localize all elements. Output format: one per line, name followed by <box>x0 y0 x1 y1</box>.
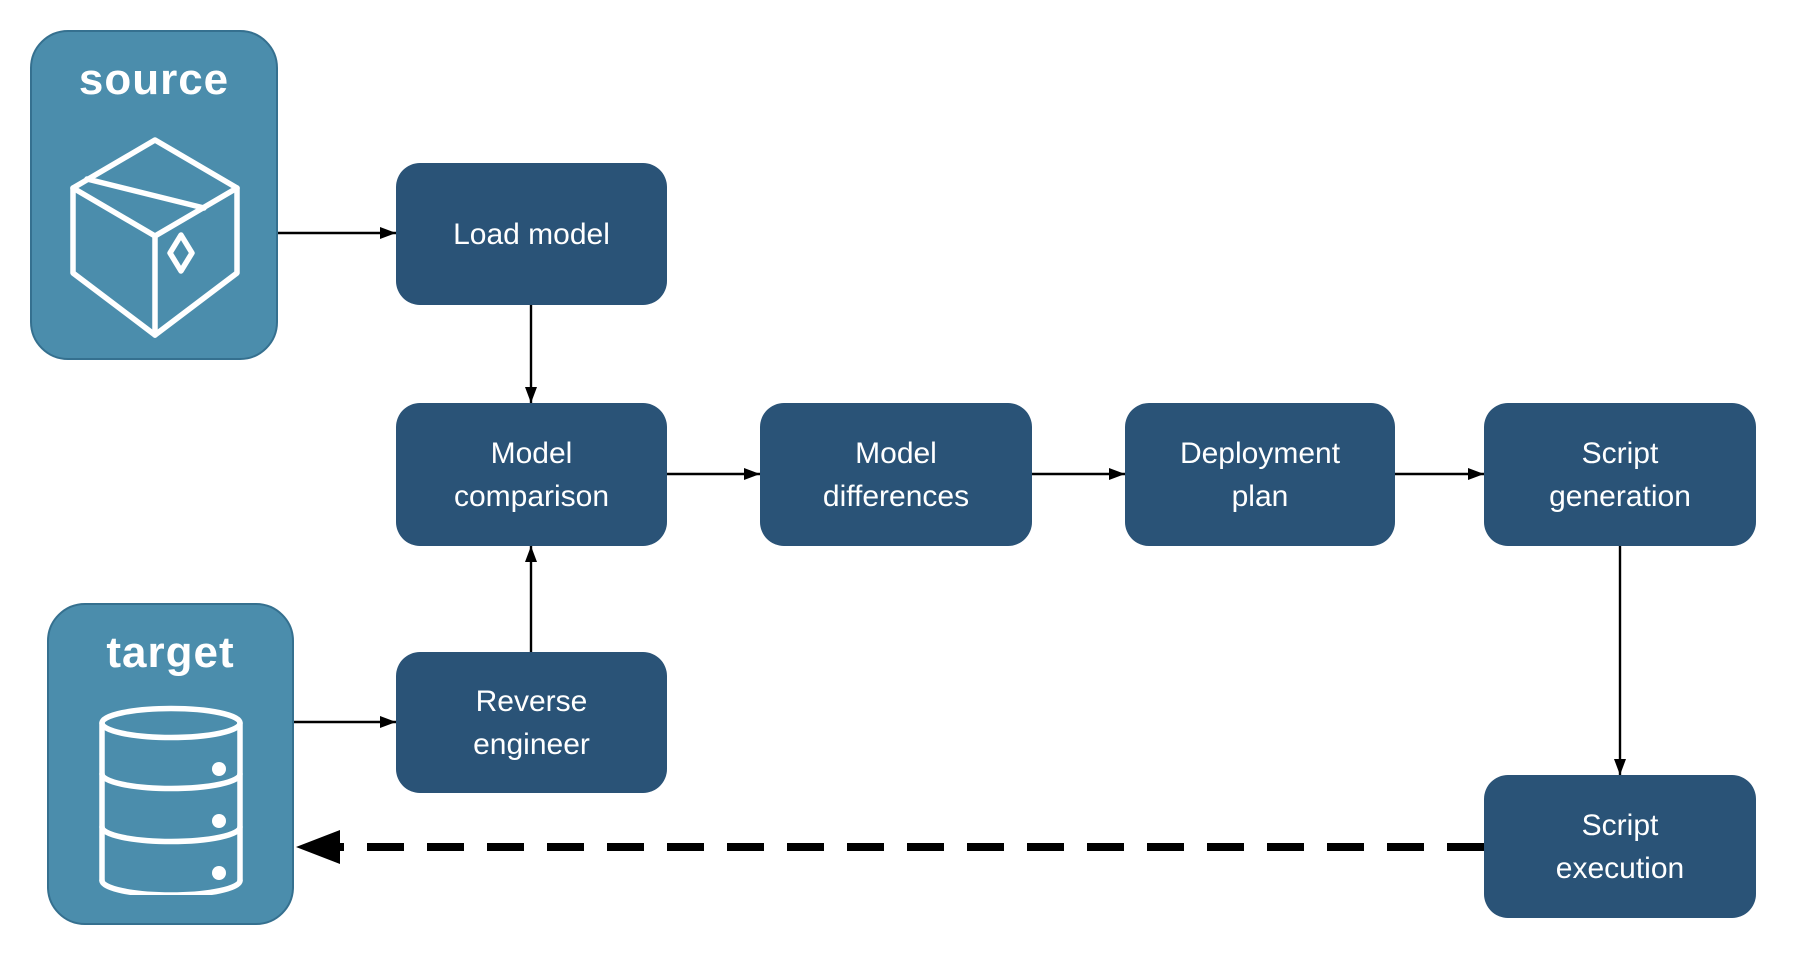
node-label: Script execution <box>1555 808 1685 885</box>
database-icon <box>98 705 243 895</box>
node-label: Script generation <box>1549 436 1691 513</box>
target-label: target <box>106 628 235 677</box>
node-script-execution: Script execution <box>1484 775 1756 918</box>
node-label: Deployment plan <box>1179 436 1341 513</box>
source-label: source <box>78 55 230 104</box>
node-label: Model comparison <box>453 436 610 513</box>
terminal-source: source <box>30 30 278 360</box>
dashed-arrowhead <box>296 830 340 864</box>
node-label: Load model <box>453 217 610 251</box>
node-label: Reverse engineer <box>473 684 590 761</box>
node-model-comparison: Model comparison <box>396 403 667 546</box>
node-deployment-plan: Deployment plan <box>1125 403 1395 546</box>
node-label: Model differences <box>822 436 970 513</box>
node-script-generation: Script generation <box>1484 403 1756 546</box>
node-reverse-engineer: Reverse engineer <box>396 652 667 793</box>
node-load-model: Load model <box>396 163 667 305</box>
node-model-differences: Model differences <box>760 403 1032 546</box>
terminal-target: target <box>47 603 294 925</box>
package-icon <box>69 137 240 338</box>
